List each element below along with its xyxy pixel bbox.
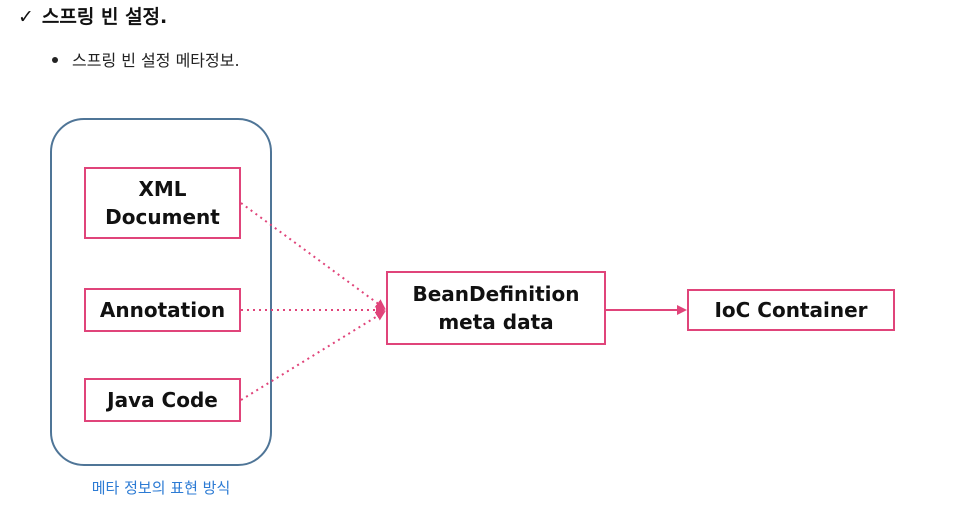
ioc-container-label: IoC Container: [714, 298, 868, 322]
xml-document-line1: XML: [138, 177, 187, 201]
bullet-dot-icon: [52, 56, 58, 63]
section-heading: ✓ 스프링 빈 설정.: [18, 4, 167, 30]
section-title: 스프링 빈 설정.: [41, 6, 168, 28]
meta-representation-group: [50, 118, 272, 466]
xml-to-bean-arrow: [240, 202, 386, 310]
bean-definition-line2: meta data: [438, 310, 554, 334]
annotation-box: Annotation: [84, 288, 241, 332]
xml-document-box: XML Document: [84, 167, 241, 239]
java-code-label: Java Code: [107, 388, 218, 412]
check-icon: ✓: [18, 6, 34, 28]
xml-document-line2: Document: [105, 205, 220, 229]
bullet-text: 스프링 빈 설정 메타정보.: [72, 51, 240, 70]
annotation-label: Annotation: [99, 298, 226, 322]
group-caption: 메타 정보의 표현 방식: [91, 479, 231, 497]
bean-definition-box: BeanDefinition meta data: [386, 271, 606, 345]
bullet-item: 스프링 빈 설정 메타정보.: [52, 50, 240, 72]
ioc-container-box: IoC Container: [687, 289, 895, 331]
java-code-box: Java Code: [84, 378, 241, 422]
java-to-bean-arrow: [240, 310, 386, 401]
bean-definition-line1: BeanDefinition: [412, 282, 580, 306]
